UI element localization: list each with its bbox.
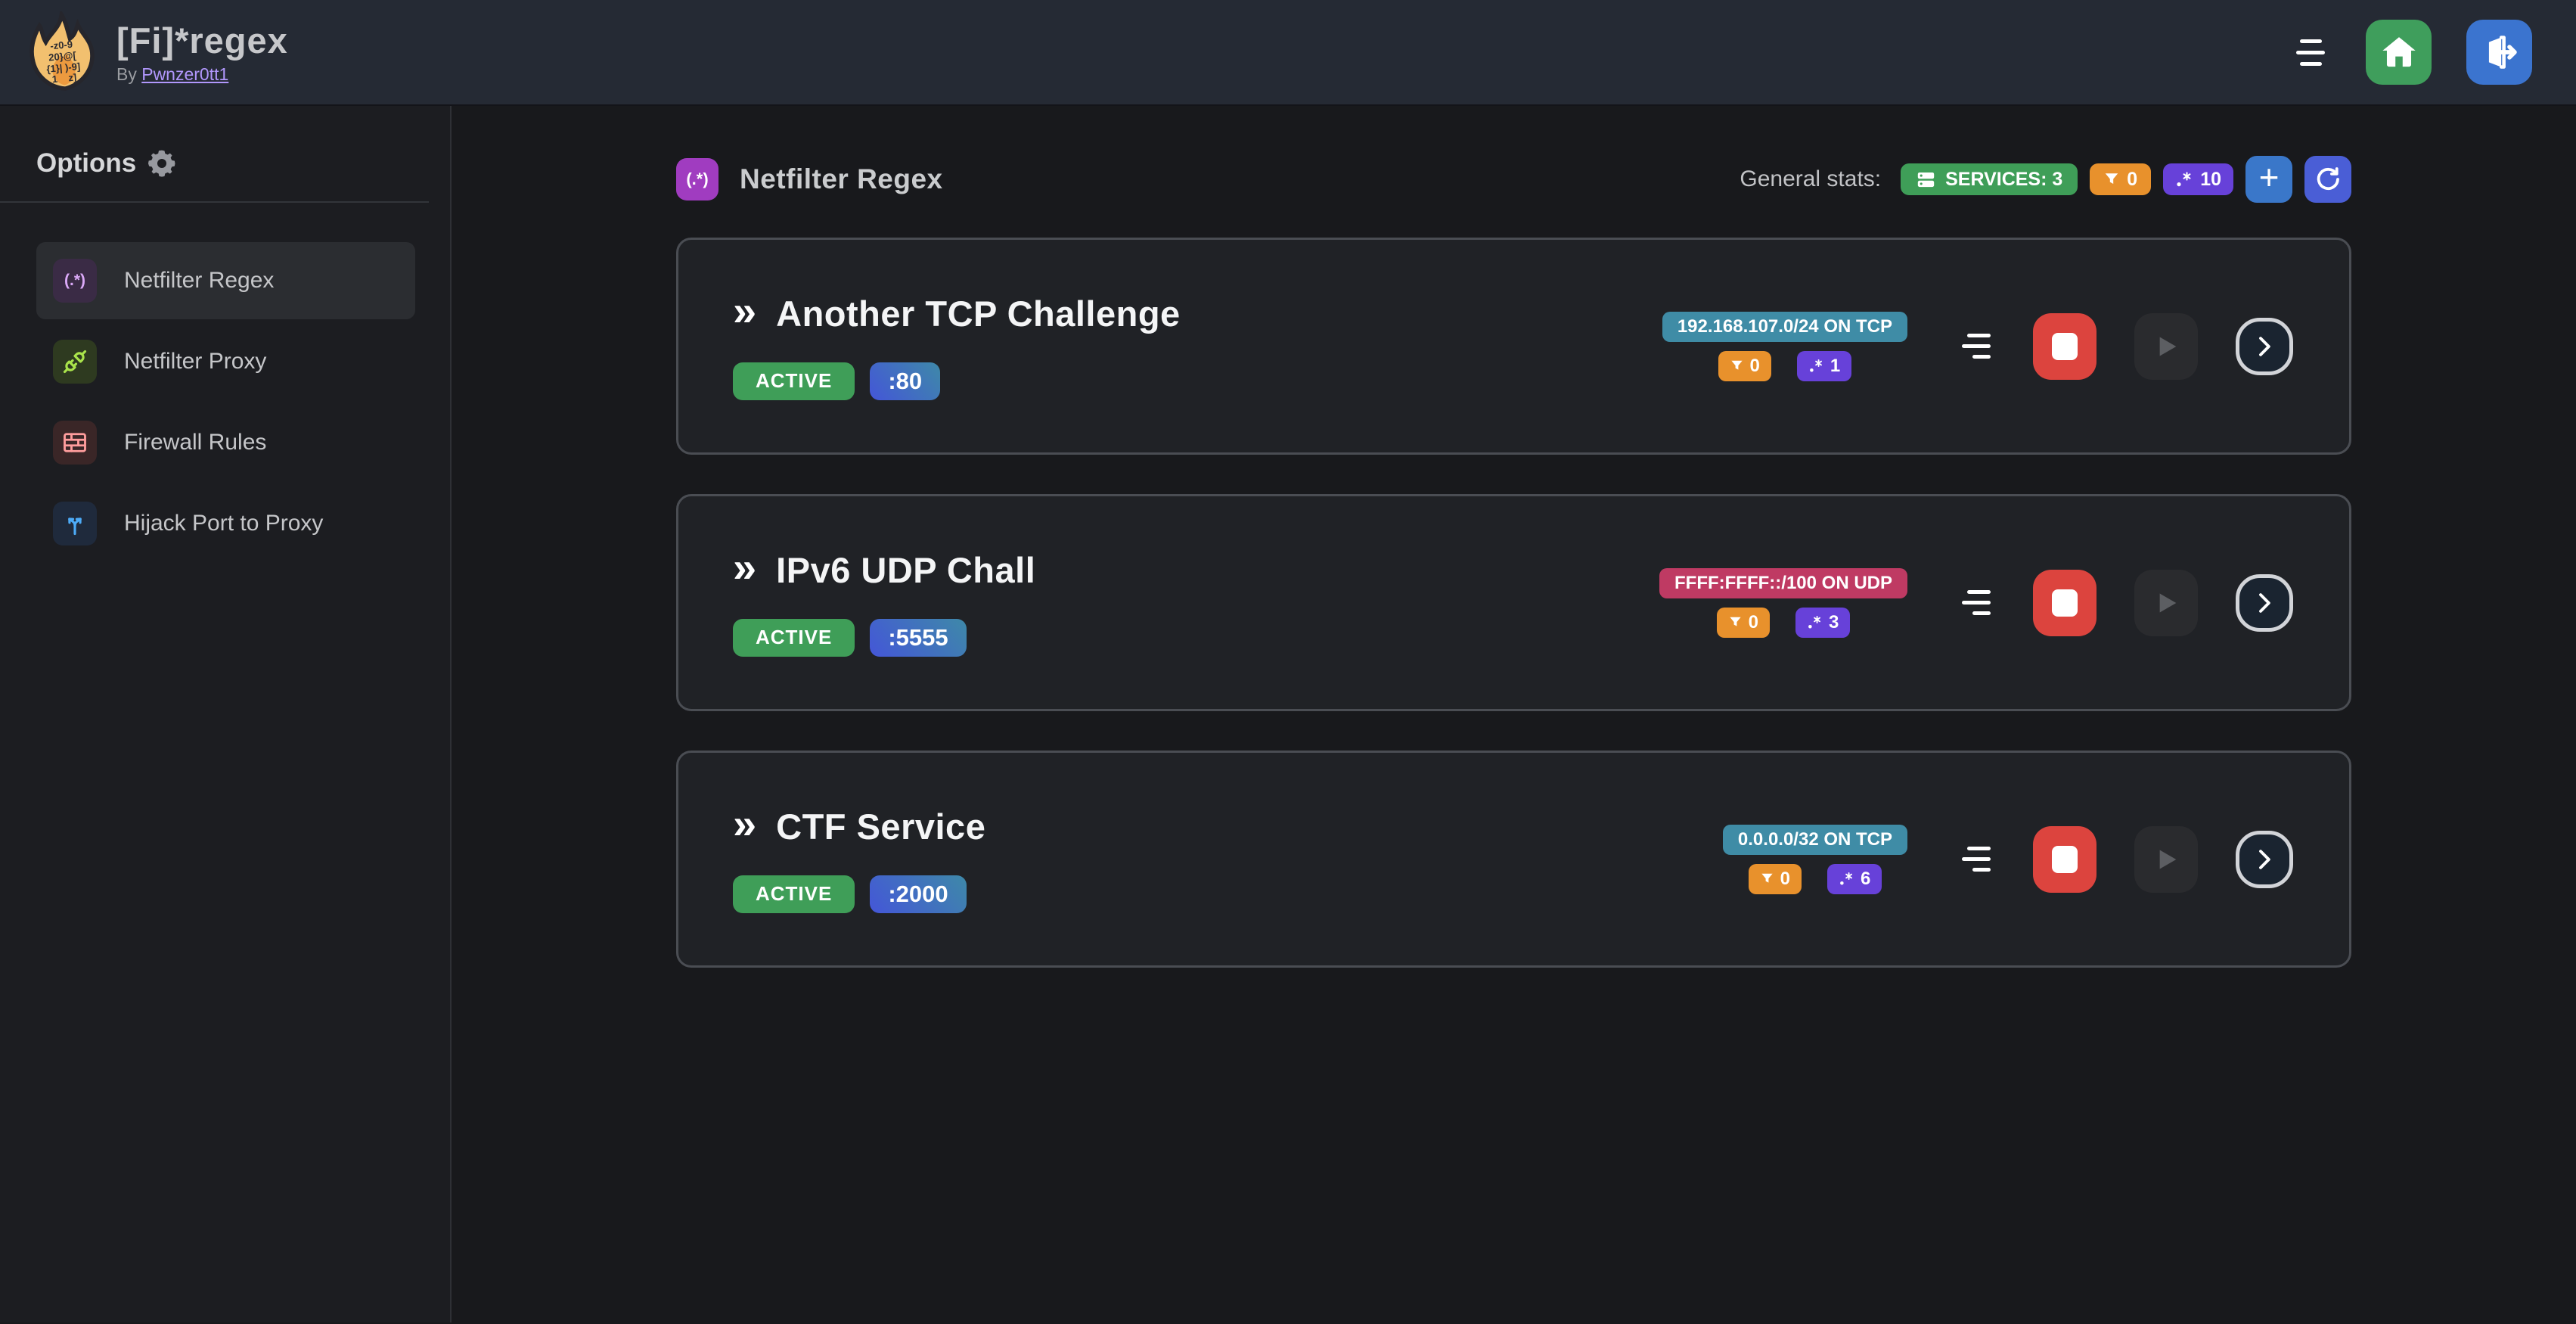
- stop-icon: [2052, 589, 2078, 617]
- app-title: [Fi]*regex: [116, 20, 288, 61]
- chevrons-right-icon: »: [733, 286, 757, 334]
- flame-icon: [29, 8, 95, 91]
- port-badge: :5555: [870, 618, 967, 657]
- service-card: » CTF Service ACTIVE :2000 0.0.0.0/32 ON…: [676, 751, 2351, 968]
- plug-icon: [53, 340, 97, 384]
- start-service-button[interactable]: [2134, 312, 2198, 380]
- funnel-icon: [1730, 360, 1743, 370]
- sidebar-item-netfilter-regex[interactable]: (.*) Netfilter Regex: [36, 242, 415, 319]
- funnel-icon: [1730, 617, 1741, 626]
- play-icon: [2159, 593, 2177, 612]
- stop-icon: [2052, 332, 2078, 360]
- chevron-right-icon: [2259, 336, 2270, 356]
- play-icon: [2159, 850, 2177, 869]
- open-service-button[interactable]: [2236, 317, 2293, 375]
- server-icon: [1917, 172, 1935, 187]
- service-menu-icon[interactable]: [1957, 329, 1995, 363]
- service-regexes-badge: 1: [1796, 350, 1852, 381]
- sidebar-item-firewall-rules[interactable]: Firewall Rules: [36, 404, 415, 481]
- chevrons-right-icon: »: [733, 799, 757, 847]
- service-list: » Another TCP Challenge ACTIVE :80 192.1…: [676, 238, 2351, 968]
- byline: By Pwnzer0tt1: [116, 64, 288, 85]
- service-card: » IPv6 UDP Chall ACTIVE :5555 FFFF:FFFF:…: [676, 494, 2351, 711]
- start-service-button[interactable]: [2134, 569, 2198, 636]
- open-service-button[interactable]: [2236, 573, 2293, 632]
- refresh-button[interactable]: [2304, 156, 2351, 203]
- port-badge: :2000: [870, 875, 967, 913]
- regex-dot-star-icon: [1840, 872, 1852, 885]
- open-service-button[interactable]: [2236, 830, 2293, 888]
- service-title: Another TCP Challenge: [776, 294, 1181, 334]
- sidebar-divider: [0, 201, 429, 203]
- author-link[interactable]: Pwnzer0tt1: [141, 64, 229, 84]
- brick-wall-icon: [53, 421, 97, 465]
- sidebar-heading-label: Options: [36, 148, 137, 178]
- filters-count-badge: 0: [2090, 163, 2152, 195]
- regex-dot-star-icon: [1810, 359, 1822, 372]
- service-filters-badge: 0: [1718, 350, 1771, 381]
- stop-service-button[interactable]: [2033, 569, 2096, 636]
- logout-button[interactable]: [2466, 20, 2532, 85]
- stop-service-button[interactable]: [2033, 312, 2096, 380]
- service-menu-icon[interactable]: [1957, 586, 1995, 620]
- funnel-icon: [1761, 873, 1773, 883]
- sidebar-nav: (.*) Netfilter Regex Netfilter Proxy: [36, 242, 415, 562]
- main-content: (.*) Netfilter Regex General stats: SERV…: [452, 106, 2576, 1322]
- add-service-button[interactable]: +: [2245, 156, 2292, 203]
- service-title: CTF Service: [776, 807, 986, 847]
- service-regexes-badge: 3: [1795, 607, 1851, 638]
- options-sidebar: Options (.*) Netfilter Regex: [0, 106, 452, 1322]
- chevron-right-icon: [2259, 849, 2270, 869]
- status-badge: ACTIVE: [733, 362, 855, 400]
- general-stats-label: General stats:: [1740, 166, 1882, 191]
- section-regex-icon: (.*): [676, 158, 718, 200]
- endpoint-badge: 192.168.107.0/24 ON TCP: [1662, 311, 1907, 342]
- menu-icon[interactable]: [2290, 33, 2331, 72]
- sidebar-item-netfilter-proxy[interactable]: Netfilter Proxy: [36, 323, 415, 400]
- start-service-button[interactable]: [2134, 825, 2198, 893]
- services-count-badge: SERVICES: 3: [1901, 163, 2078, 195]
- regexes-count-badge: 10: [2163, 163, 2233, 195]
- service-filters-badge: 0: [1748, 863, 1802, 894]
- home-icon: [2382, 37, 2416, 67]
- port-badge: :80: [870, 362, 941, 400]
- stop-icon: [2052, 845, 2078, 873]
- section-title: Netfilter Regex: [740, 163, 943, 194]
- byline-prefix: By: [116, 64, 142, 84]
- sidebar-heading: Options: [0, 148, 450, 179]
- service-card: » Another TCP Challenge ACTIVE :80 192.1…: [676, 238, 2351, 455]
- play-icon: [2159, 337, 2177, 356]
- chevron-right-icon: [2259, 592, 2270, 613]
- status-badge: ACTIVE: [733, 875, 855, 913]
- gear-icon: [148, 150, 175, 177]
- endpoint-badge: FFFF:FFFF::/100 ON UDP: [1659, 567, 1907, 598]
- regex-dot-star-icon: [2177, 172, 2191, 187]
- status-badge: ACTIVE: [733, 618, 855, 657]
- regex-icon: (.*): [53, 259, 97, 303]
- service-menu-icon[interactable]: [1957, 842, 1995, 876]
- endpoint-badge: 0.0.0.0/32 ON TCP: [1722, 824, 1907, 855]
- funnel-icon: [2106, 173, 2118, 184]
- split-arrows-icon: [53, 502, 97, 545]
- service-title: IPv6 UDP Chall: [776, 550, 1036, 590]
- home-button[interactable]: [2366, 20, 2432, 85]
- refresh-icon: [2317, 167, 2339, 191]
- logout-icon: [2488, 36, 2517, 69]
- chevrons-right-icon: »: [733, 542, 757, 591]
- stop-service-button[interactable]: [2033, 825, 2096, 893]
- service-filters-badge: 0: [1716, 607, 1770, 638]
- regex-dot-star-icon: [1808, 616, 1820, 629]
- service-regexes-badge: 6: [1826, 863, 1882, 894]
- sidebar-item-hijack-port[interactable]: Hijack Port to Proxy: [36, 485, 415, 562]
